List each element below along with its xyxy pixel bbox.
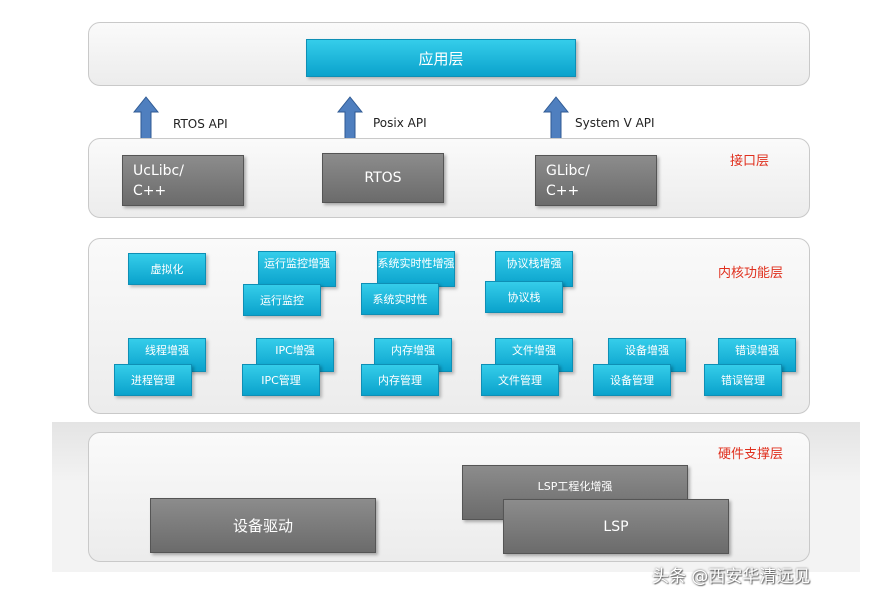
memory-enhance-label: 内存增强 [391, 344, 435, 357]
process-mgmt-box: 进程管理 [114, 364, 192, 396]
system-v-api-label: System V API [575, 116, 655, 130]
device-driver-label: 设备驱动 [232, 517, 293, 535]
monitor-box: 运行监控 [243, 284, 321, 316]
realtime-enhance-label: 系统实时性增强 [377, 257, 455, 270]
ipc-mgmt-box: IPC管理 [242, 364, 320, 396]
file-mgmt-box: 文件管理 [481, 364, 559, 396]
memory-mgmt-label: 内存管理 [378, 374, 422, 387]
device-enhance-box: 设备增强 [608, 338, 686, 372]
device-mgmt-box: 设备管理 [593, 364, 671, 396]
file-enhance-label: 文件增强 [512, 344, 556, 357]
file-mgmt-label: 文件管理 [498, 374, 542, 387]
application-layer-title: 应用层 [418, 49, 464, 68]
ipc-mgmt-label: IPC管理 [261, 374, 301, 387]
kernel-layer-label: 内核功能层 [718, 266, 784, 281]
uclibc-box: UcLibc/ C++ [122, 155, 244, 206]
protocol-enhance-label: 协议栈增强 [506, 257, 562, 270]
device-driver-box: 设备驱动 [150, 498, 376, 553]
virtualization-label: 虚拟化 [150, 263, 184, 276]
thread-enhance-label: 线程增强 [145, 344, 189, 357]
glibc-line2: C++ [546, 182, 580, 199]
rtos-api-label: RTOS API [173, 117, 228, 131]
realtime-box: 系统实时性 [361, 283, 439, 315]
error-mgmt-label: 错误管理 [721, 374, 765, 387]
process-mgmt-label: 进程管理 [131, 374, 175, 387]
monitor-enhance-label: 运行监控增强 [264, 257, 330, 270]
device-enhance-label: 设备增强 [625, 344, 669, 357]
monitor-label: 运行监控 [260, 294, 304, 307]
device-mgmt-label: 设备管理 [610, 374, 654, 387]
application-layer-box: 应用层 [306, 39, 576, 77]
lsp-label: LSP [603, 518, 629, 535]
lsp-enhance-label: LSP工程化增强 [537, 480, 613, 493]
protocol-box: 协议栈 [485, 281, 563, 313]
uclibc-line2: C++ [133, 182, 167, 199]
error-mgmt-box: 错误管理 [704, 364, 782, 396]
glibc-box: GLibc/ C++ [535, 155, 657, 206]
memory-mgmt-box: 内存管理 [361, 364, 439, 396]
realtime-label: 系统实时性 [372, 293, 428, 306]
hardware-layer-label: 硬件支撑层 [718, 447, 784, 462]
error-enhance-label: 错误增强 [735, 344, 779, 357]
realtime-enhance-box: 系统实时性增强 [377, 251, 455, 287]
glibc-line1: GLibc/ [546, 162, 590, 179]
rtos-box: RTOS [322, 153, 444, 203]
rtos-label: RTOS [364, 170, 402, 186]
ipc-enhance-label: IPC增强 [275, 344, 315, 357]
interface-layer-label: 接口层 [730, 154, 770, 169]
posix-api-label: Posix API [373, 116, 427, 130]
watermark: 头条 @西安华清远见 [652, 567, 811, 587]
protocol-label: 协议栈 [507, 291, 541, 304]
lsp-box: LSP [503, 499, 729, 554]
monitor-enhance-box: 运行监控增强 [258, 251, 336, 287]
virtualization-box: 虚拟化 [128, 253, 206, 285]
uclibc-line1: UcLibc/ [133, 162, 184, 179]
